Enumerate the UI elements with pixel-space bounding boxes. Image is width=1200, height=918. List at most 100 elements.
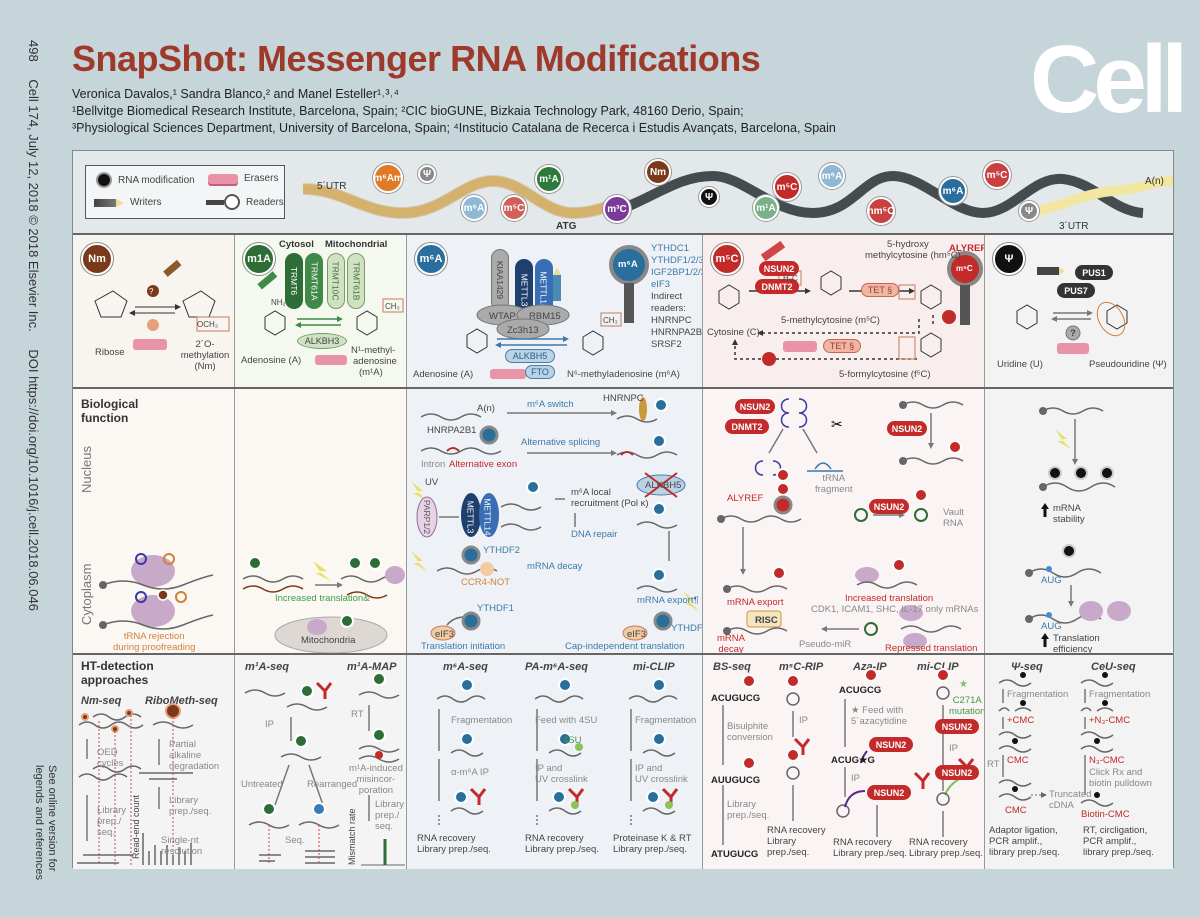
rbm15-label: RBM15 xyxy=(529,311,561,322)
mrna-overview: RNA modification Erasers Writers Readers… xyxy=(73,151,1174,235)
strand-modification-marker: Ψ xyxy=(1019,201,1039,221)
rna-fragment xyxy=(450,807,484,815)
ht-heading: HT-detection approaches xyxy=(81,659,154,687)
psi-eraser-icon xyxy=(1057,343,1089,354)
dna-repair-label: DNA repair xyxy=(571,529,618,540)
legend-modification-label: RNA modification xyxy=(118,174,195,186)
h3c-label: H₃C xyxy=(783,274,798,283)
rna-fragment xyxy=(642,749,676,757)
local-recruitment-l2: recruitment (Pol κ) xyxy=(571,498,649,509)
increased-translation-label: Increased translation& xyxy=(275,593,370,604)
ribosome xyxy=(131,595,175,627)
ht-heading-l2: approaches xyxy=(81,673,149,687)
n3cmc-label: +N₃-CMC xyxy=(1089,715,1131,726)
m1a-writer-pencil xyxy=(257,271,278,290)
sequence-converted: AUUGUCG xyxy=(711,775,761,786)
strand-modification-marker: Ψ xyxy=(418,165,436,183)
legend-readers: Readers xyxy=(206,194,284,210)
rna-fragment xyxy=(642,807,676,815)
rearranged-label: Rearranged xyxy=(307,779,358,790)
m6a-bio-cell: A(n) m⁶A switch HNRNPC HNRPA2B1 Alternat… xyxy=(407,389,703,653)
reader-srsf2: SRSF2 xyxy=(651,339,682,350)
legend-erasers: Erasers xyxy=(208,173,278,184)
ythdf2-label: YTHDF2 xyxy=(483,545,520,556)
m6a-mark xyxy=(558,678,572,692)
m1a-reaction-diagram xyxy=(257,271,404,365)
nm-eraser-unknown-icon xyxy=(147,319,159,331)
sequence-original: ACUGUCG xyxy=(711,693,761,704)
cap-independent-label: Cap-independent translation xyxy=(565,641,685,652)
mettl3-nuc: METTL3 xyxy=(465,500,475,534)
strand-modification-marker: m⁶A xyxy=(461,195,487,221)
4su-mark xyxy=(575,743,583,751)
doi-link[interactable]: DOI https://doi.org/10.1016/j.cell.2018.… xyxy=(26,349,41,611)
trna-cloverleaf xyxy=(780,398,808,428)
tet-eraser: TET § xyxy=(823,339,861,353)
m6a-reaction-diagram xyxy=(466,245,649,379)
reader-igf2bp: IGF2BP1/2/3 xyxy=(651,267,703,278)
m6a-mark xyxy=(558,732,572,746)
eraser-icon xyxy=(208,173,238,184)
ch3-label: CH₃ xyxy=(385,302,400,311)
snapshot-figure: RNA modification Erasers Writers Readers… xyxy=(72,150,1174,869)
legend-box: RNA modification Erasers Writers Readers xyxy=(85,165,285,219)
unknown-icon-2 xyxy=(762,352,776,366)
note-line-1: See online version for xyxy=(46,765,58,872)
strand-modification-marker: m⁵C xyxy=(501,195,527,221)
page-title: SnapShot: Messenger RNA Modifications xyxy=(72,38,761,79)
strand-modification-marker: m¹A xyxy=(535,165,563,193)
m1a-badge: m1A xyxy=(243,243,275,275)
pencil-icon xyxy=(94,198,124,207)
rt-label: RT xyxy=(351,709,364,720)
method-ribometh-seq: RiboMeth-seq xyxy=(145,695,218,707)
nm-writer-pencil xyxy=(163,259,182,277)
ch3-box xyxy=(600,312,622,327)
rna-fragment xyxy=(548,749,582,757)
n3cmc-label-2: N₃-CMC xyxy=(1089,755,1125,766)
adenosine-label: Adenosine (A) xyxy=(241,355,302,366)
magnifier-icon xyxy=(206,194,240,210)
och3-label: OCH₃ xyxy=(197,320,219,329)
utr5-label: 5´UTR xyxy=(317,181,347,192)
nm-writer-unknown: ? xyxy=(149,287,154,296)
psi-seq-final: Adaptor ligation,PCR amplif.,library pre… xyxy=(989,825,1060,858)
ceu-fragmentation-label: Fragmentation xyxy=(1089,689,1151,700)
fto-eraser: FTO xyxy=(525,365,555,379)
enzymes-row: Nm OCH₃ ? Ribose 2´O-methylation (Nm) xyxy=(73,235,1173,389)
aza-sequence: ACUGCG xyxy=(839,685,882,696)
svg-text:★: ★ xyxy=(959,679,968,690)
nm-ring xyxy=(182,290,216,318)
mrna-export-label: mRNA export¶ xyxy=(637,595,699,606)
m6a-mark xyxy=(460,732,474,746)
strand-modification-marker: m⁵C xyxy=(773,173,801,201)
rna-strand xyxy=(534,695,584,703)
eif3-label-2: eIF3 xyxy=(627,629,647,640)
untreated-label: Untreated xyxy=(241,779,283,790)
dnmt2-writer: DNMT2 xyxy=(755,279,799,294)
nm-reaction-diagram xyxy=(94,259,230,350)
strand-modification-marker: hm⁵C xyxy=(867,197,895,225)
m5c-bio-cell: ✂ xyxy=(703,389,985,653)
risc-label: RISC xyxy=(755,615,778,626)
method-pa-m6a-seq: PA-m⁶A-seq xyxy=(525,661,588,673)
pus7-writer: PUS7 xyxy=(1057,283,1095,298)
mrna-export-label: mRNA export xyxy=(727,597,784,608)
trmt61a-writer: TRMT61A xyxy=(305,253,323,309)
crosslink-mark xyxy=(665,801,673,809)
m1a-bio-cell: Increased translation& Mitochondria xyxy=(235,389,407,653)
m1a-translation-diagram xyxy=(242,556,405,653)
affiliations-1: ¹Bellvitge Biomedical Research Institute… xyxy=(72,104,744,118)
dnmt2-trna: DNMT2 xyxy=(725,419,769,434)
psi-highlight xyxy=(1096,301,1126,337)
magnifier-handle xyxy=(624,283,634,323)
method-aza-ip: Aza-IP xyxy=(853,661,887,673)
